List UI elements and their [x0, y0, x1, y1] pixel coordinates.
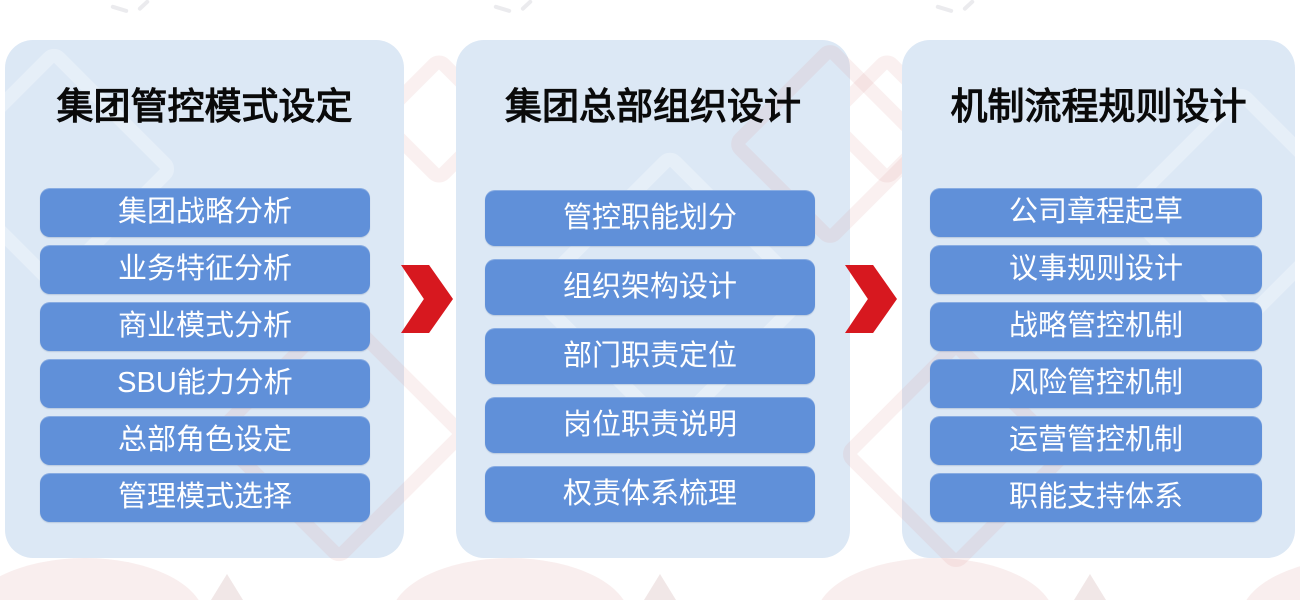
step-item: 运营管控机制	[930, 416, 1262, 465]
step-item: 业务特征分析	[40, 245, 370, 294]
watermark-arch	[815, 558, 1055, 600]
stage-panel-1: 集团管控模式设定 集团战略分析 业务特征分析 商业模式分析 SBU能力分析 总部…	[0, 40, 472, 567]
stage-panel-3: 机制流程规则设计 公司章程起草 议事规则设计 战略管控机制 风险管控机制 运营管…	[837, 40, 1300, 573]
step-item: 集团战略分析	[40, 188, 370, 237]
step-item: 岗位职责说明	[485, 397, 815, 453]
stage-title: 机制流程规则设计	[950, 86, 1247, 127]
stage-title: 集团管控模式设定	[56, 86, 353, 127]
step-item: 权责体系梳理	[485, 466, 815, 522]
stage-panel-2: 集团总部组织设计 管控职能划分 组织架构设计 部门职责定位 岗位职责说明 权责体…	[456, 39, 935, 558]
watermark-arch	[0, 558, 205, 600]
watermark-peak	[211, 574, 243, 600]
step-item: SBU能力分析	[40, 359, 370, 408]
arrow-right-icon	[845, 265, 897, 333]
watermark-mark	[929, 0, 991, 25]
step-item: 商业模式分析	[40, 302, 370, 351]
step-item: 管控职能划分	[485, 190, 815, 246]
step-item: 职能支持体系	[930, 473, 1262, 522]
step-item: 部门职责定位	[485, 328, 815, 384]
step-item: 管理模式选择	[40, 473, 370, 522]
step-item: 战略管控机制	[930, 302, 1262, 351]
watermark-peak	[1074, 574, 1106, 600]
watermark-arch	[390, 558, 630, 600]
arrow-right-icon	[401, 265, 453, 333]
watermark-mark	[104, 0, 166, 25]
step-item: 公司章程起草	[930, 188, 1262, 237]
watermark-mark	[487, 0, 549, 25]
step-item: 组织架构设计	[485, 259, 815, 315]
stage-items: 管控职能划分 组织架构设计 部门职责定位 岗位职责说明 权责体系梳理	[485, 190, 815, 522]
watermark-arch	[1240, 558, 1300, 600]
stage-items: 集团战略分析 业务特征分析 商业模式分析 SBU能力分析 总部角色设定 管理模式…	[40, 188, 370, 522]
step-item: 风险管控机制	[930, 359, 1262, 408]
stage-title: 集团总部组织设计	[505, 86, 801, 127]
stage-items: 公司章程起草 议事规则设计 战略管控机制 风险管控机制 运营管控机制 职能支持体…	[930, 188, 1262, 522]
step-item: 总部角色设定	[40, 416, 370, 465]
step-item: 议事规则设计	[930, 245, 1262, 294]
watermark-peak	[644, 574, 676, 600]
